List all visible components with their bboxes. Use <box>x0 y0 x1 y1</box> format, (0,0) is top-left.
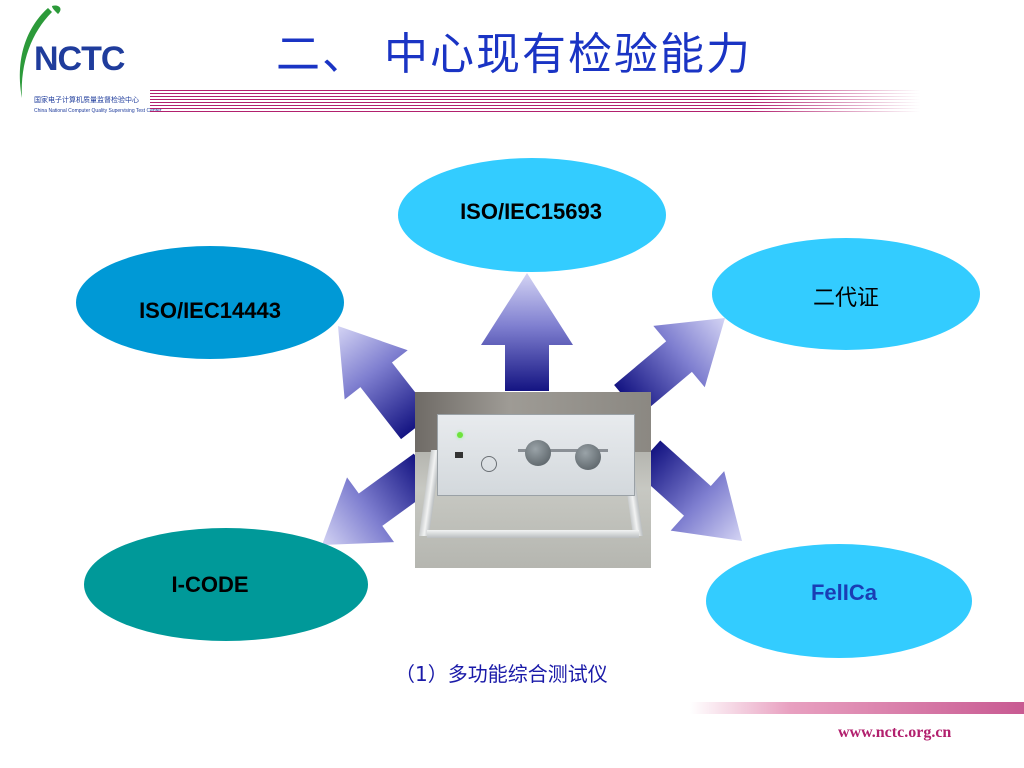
header-divider <box>150 90 920 112</box>
logo-text: NCTC <box>34 40 125 78</box>
logo-english-name: China National Computer Quality Supervis… <box>34 108 162 114</box>
node-iso15693-label-box <box>423 188 639 232</box>
node-iso15693-label: ISO/IEC15693 <box>460 199 602 224</box>
footer-url[interactable]: www.nctc.org.cn <box>838 724 952 741</box>
node-id2-label-box <box>737 268 955 312</box>
node-iso14443-label: ISO/IEC14443 <box>139 298 281 323</box>
arrow-to-id2 <box>614 318 725 416</box>
arrow-to-iso14443 <box>338 326 433 440</box>
page-title: 二、 中心现有检验能力 <box>276 29 752 80</box>
figure-caption: （1）多功能综合测试仪 <box>395 662 608 686</box>
arrow-to-felica <box>633 440 742 541</box>
node-id2-label: 二代证 <box>812 286 879 311</box>
logo-chinese-name: 国家电子计算机质量监督检验中心 <box>34 96 139 104</box>
instrument-photo <box>415 392 651 568</box>
node-felica-label-box <box>729 570 947 614</box>
footer-bar <box>690 702 1024 714</box>
arrow-to-iso15693 <box>481 273 573 391</box>
node-felica-label: FelICa <box>810 580 878 605</box>
logo-swoosh-icon <box>19 5 61 98</box>
node-icode-label: I-CODE <box>171 572 249 597</box>
arrow-to-icode <box>322 453 438 545</box>
node-icode <box>84 528 368 641</box>
node-iso14443 <box>76 246 344 359</box>
nctc-logo: NCTC 国家电子计算机质量监督检验中心 China National Comp… <box>8 2 162 120</box>
